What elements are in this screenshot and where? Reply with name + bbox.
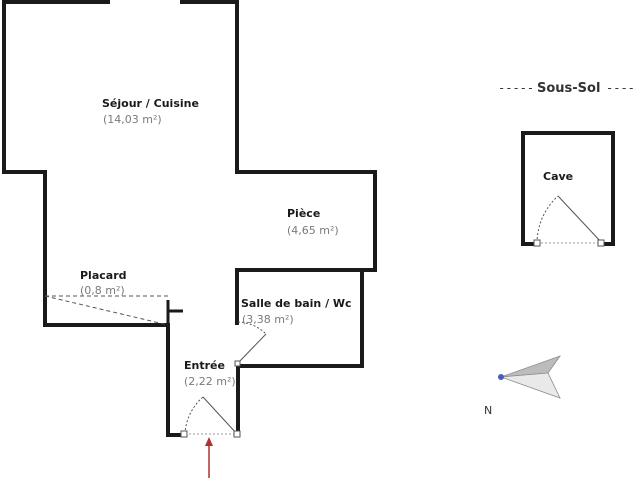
entry-door	[180, 396, 241, 438]
room-sejour-area: (14,03 m²)	[103, 113, 162, 126]
room-entree-area: (2,22 m²)	[184, 375, 236, 388]
room-cave-name: Cave	[543, 170, 573, 183]
cave-door	[533, 195, 605, 247]
room-salle-de-bain-area: (3,38 m²)	[242, 313, 294, 326]
room-placard-name: Placard	[80, 269, 127, 282]
bathroom-door-swing	[237, 321, 267, 335]
cave-outline	[521, 131, 615, 246]
entry-door-jamb-left	[180, 430, 188, 438]
wall-outline-west	[235, 0, 377, 435]
compass-north-label: N	[484, 404, 492, 417]
main-walls	[2, 0, 377, 437]
cave-door-jamb-left	[533, 239, 541, 247]
cave-door-leaf	[557, 195, 603, 244]
entry-door-jamb-right	[233, 430, 241, 438]
room-piece-area: (4,65 m²)	[287, 224, 339, 237]
entry-door-swing	[184, 396, 204, 435]
room-entree-name: Entrée	[184, 359, 225, 372]
room-sejour-name: Séjour / Cuisine	[102, 97, 199, 110]
entry-arrow-head	[205, 437, 213, 446]
compass-needle-light	[500, 355, 562, 378]
bathroom-door-hinge	[234, 360, 241, 367]
entry-arrow	[205, 437, 213, 478]
entry-door-leaf	[202, 396, 238, 435]
room-placard-area: (0,8 m²)	[80, 284, 125, 297]
wall-outline-east	[2, 0, 185, 437]
bathroom-door	[234, 321, 267, 367]
placard-dash-diagonal	[44, 295, 169, 326]
sous-sol-title: Sous-Sol	[537, 81, 600, 96]
bathroom-door-leaf	[237, 333, 267, 364]
placard-post	[166, 300, 183, 325]
placard-dashes	[44, 295, 169, 326]
compass-tip-marker	[498, 374, 504, 380]
room-piece-name: Pièce	[287, 207, 320, 220]
wall-bathroom-top	[235, 268, 362, 325]
sous-sol-dashes-left: -----	[498, 81, 534, 95]
cave-door-jamb-right	[597, 239, 605, 247]
compass-needle-dark	[500, 372, 561, 399]
cave-walls	[521, 131, 615, 246]
sous-sol-dashes-right: ----	[606, 81, 635, 95]
room-salle-de-bain-name: Salle de bain / Wc	[241, 297, 352, 310]
compass	[498, 355, 562, 399]
cave-door-swing	[536, 195, 559, 244]
